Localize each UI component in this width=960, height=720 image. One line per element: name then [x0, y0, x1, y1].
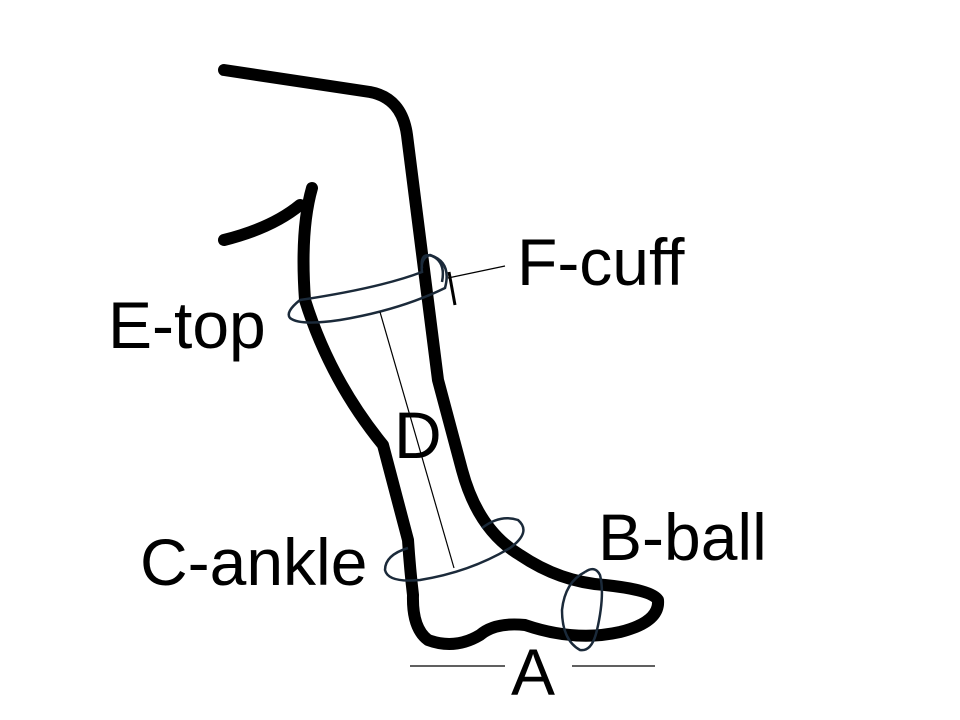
loop-c-ankle [383, 517, 525, 582]
label-c-ankle: C-ankle [140, 525, 367, 599]
leg-outline [218, 64, 665, 650]
loop-f-cuff [420, 254, 445, 283]
line-f-cuff-leader [447, 265, 506, 279]
measurement-loops [287, 253, 604, 652]
leg-front-edge [218, 64, 665, 650]
label-e-top: E-top [108, 288, 266, 362]
loop-e-top [287, 253, 448, 324]
labels: F-cuff E-top D B-ball C-ankle A [108, 225, 767, 709]
label-d: D [394, 398, 442, 472]
label-b-ball: B-ball [598, 500, 767, 574]
guide-lines [379, 265, 655, 667]
loop-b-ball [560, 567, 604, 652]
tick-f-cuff [447, 271, 457, 306]
line-d-length [379, 311, 455, 569]
label-a: A [511, 635, 555, 709]
knee-crease [218, 199, 306, 246]
label-f-cuff: F-cuff [517, 225, 685, 299]
